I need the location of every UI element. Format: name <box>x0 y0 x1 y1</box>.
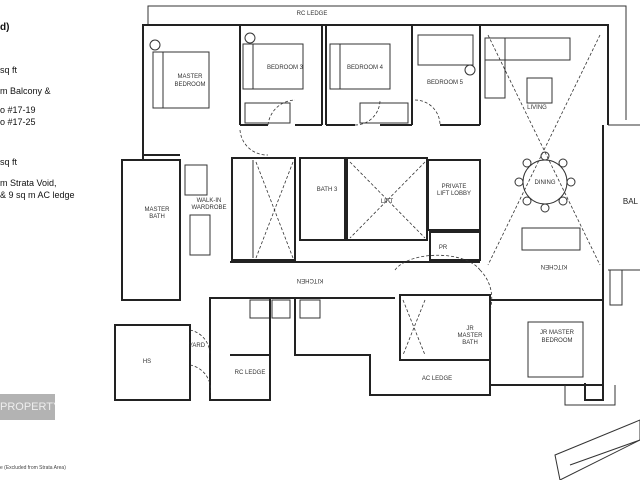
jr-master-bath-label: MASTER <box>457 333 483 339</box>
jr-master-bath-label: JR <box>466 326 474 332</box>
ac-ledge-text: & 9 sq m AC ledge <box>0 190 75 200</box>
jr-master-bedroom-label: JR MASTER <box>540 330 575 336</box>
jr-master-bedroom-label: BEDROOM <box>541 338 572 344</box>
balcony-text: m Balcony & <box>0 86 51 96</box>
yard-label: YARD <box>189 343 206 349</box>
master-bedroom-label: BEDROOM <box>174 82 205 88</box>
rc-ledge-label: RC LEDGE <box>235 370 266 376</box>
walkin-wardrobe-label: WARDROBE <box>191 205 226 211</box>
bedroom4-label: BEDROOM 4 <box>347 65 384 71</box>
dining-label: DINING <box>535 180 556 186</box>
master-bedroom-label: MASTER <box>177 74 203 80</box>
unit-heading: d) <box>0 22 10 33</box>
balcony-label: BAL <box>623 197 639 206</box>
unit-range-text: o #17-25 <box>0 117 36 127</box>
key-plan <box>554 419 640 480</box>
master-bath-label: MASTER <box>144 207 170 213</box>
rc-ledge-label: RC LEDGE <box>297 11 328 17</box>
unit-range-text: o #17-19 <box>0 105 36 115</box>
watermark: PROPERTY <box>0 394 55 420</box>
bedroom5-label: BEDROOM 5 <box>427 80 464 86</box>
hs-label: HS <box>143 359 151 365</box>
outer-wall <box>142 24 609 160</box>
ac-ledge-outline <box>294 298 491 396</box>
kitchen-label: KITCHEN <box>297 277 323 283</box>
ac-ledge-label: AC LEDGE <box>422 376 452 382</box>
jr-master-bath-label: BATH <box>462 340 478 346</box>
bedroom3-label: BEDROOM 3 <box>267 65 304 71</box>
rc-ledge-outline <box>147 5 627 120</box>
walkin-wardrobe-label: WALK-IN <box>197 198 222 204</box>
lift-lobby-label: LIFT LOBBY <box>437 191 471 197</box>
footnote: e (Excluded from Strata Area) <box>0 465 66 471</box>
lift-lobby-label: PRIVATE <box>442 184 467 190</box>
area-text: sq ft <box>0 157 18 167</box>
outer-wall <box>584 125 604 401</box>
area-text: sq ft <box>0 65 18 75</box>
lift-label: LIFT <box>381 199 394 205</box>
living-label: LIVING <box>527 105 547 111</box>
master-bath-label: BATH <box>149 214 165 220</box>
pr-label: PR <box>439 245 448 251</box>
strata-void-text: m Strata Void, <box>0 178 57 188</box>
kitchen-label: KITCHEN <box>541 263 567 269</box>
bath3-label: BATH 3 <box>317 187 338 193</box>
